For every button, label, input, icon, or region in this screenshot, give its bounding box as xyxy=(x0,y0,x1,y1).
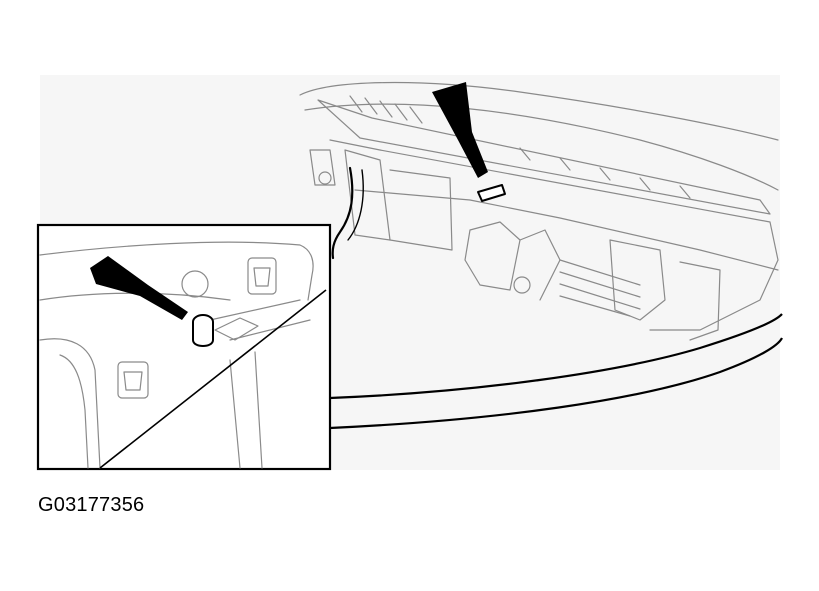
connector-wire-2 xyxy=(347,169,364,241)
mechanism-knob xyxy=(513,276,531,294)
inset-rib xyxy=(209,299,311,469)
mechanism-ribs xyxy=(559,259,641,317)
mechanism-right-2 xyxy=(679,261,721,341)
leader-upper xyxy=(329,313,783,400)
figure-id-label: G03177356 xyxy=(38,494,145,516)
panel-lower-edge xyxy=(354,189,779,271)
mechanism-left xyxy=(464,221,521,291)
arrow-pointer-icon xyxy=(432,82,488,178)
panel-upper-rail xyxy=(317,99,771,215)
arrow-pointer-icon xyxy=(90,256,188,320)
retaining-clip xyxy=(477,184,506,202)
mechanism-right xyxy=(609,239,666,321)
inset-clip xyxy=(192,314,214,347)
callout-leader xyxy=(329,313,783,430)
mechanism-arm xyxy=(519,229,561,301)
inset-panel-edge xyxy=(39,241,314,301)
bracket-fastener xyxy=(318,171,332,185)
connector-wire xyxy=(331,166,354,260)
panel-outer-edge-2 xyxy=(304,103,779,191)
leader-lower xyxy=(329,337,783,430)
inset-hole xyxy=(181,270,209,298)
inset-panel-edge-3 xyxy=(39,338,101,469)
bracket-block-front xyxy=(389,169,453,251)
inset-frame xyxy=(36,223,332,471)
inset-boss-upper xyxy=(247,257,277,295)
vent-slats xyxy=(349,95,691,199)
detail-inset xyxy=(36,223,332,471)
panel-lower-body xyxy=(329,139,779,331)
bracket-tab xyxy=(309,149,336,186)
panel-outer-edge xyxy=(299,81,779,141)
inset-boss-upper-detail xyxy=(253,267,271,287)
inset-boss-lower xyxy=(117,361,149,399)
inset-trim-line xyxy=(99,289,327,469)
inset-boss-lower-detail xyxy=(123,371,143,391)
inset-panel-edge-4 xyxy=(59,354,89,469)
inset-tab xyxy=(214,317,259,341)
inset-panel-edge-2 xyxy=(39,292,231,301)
